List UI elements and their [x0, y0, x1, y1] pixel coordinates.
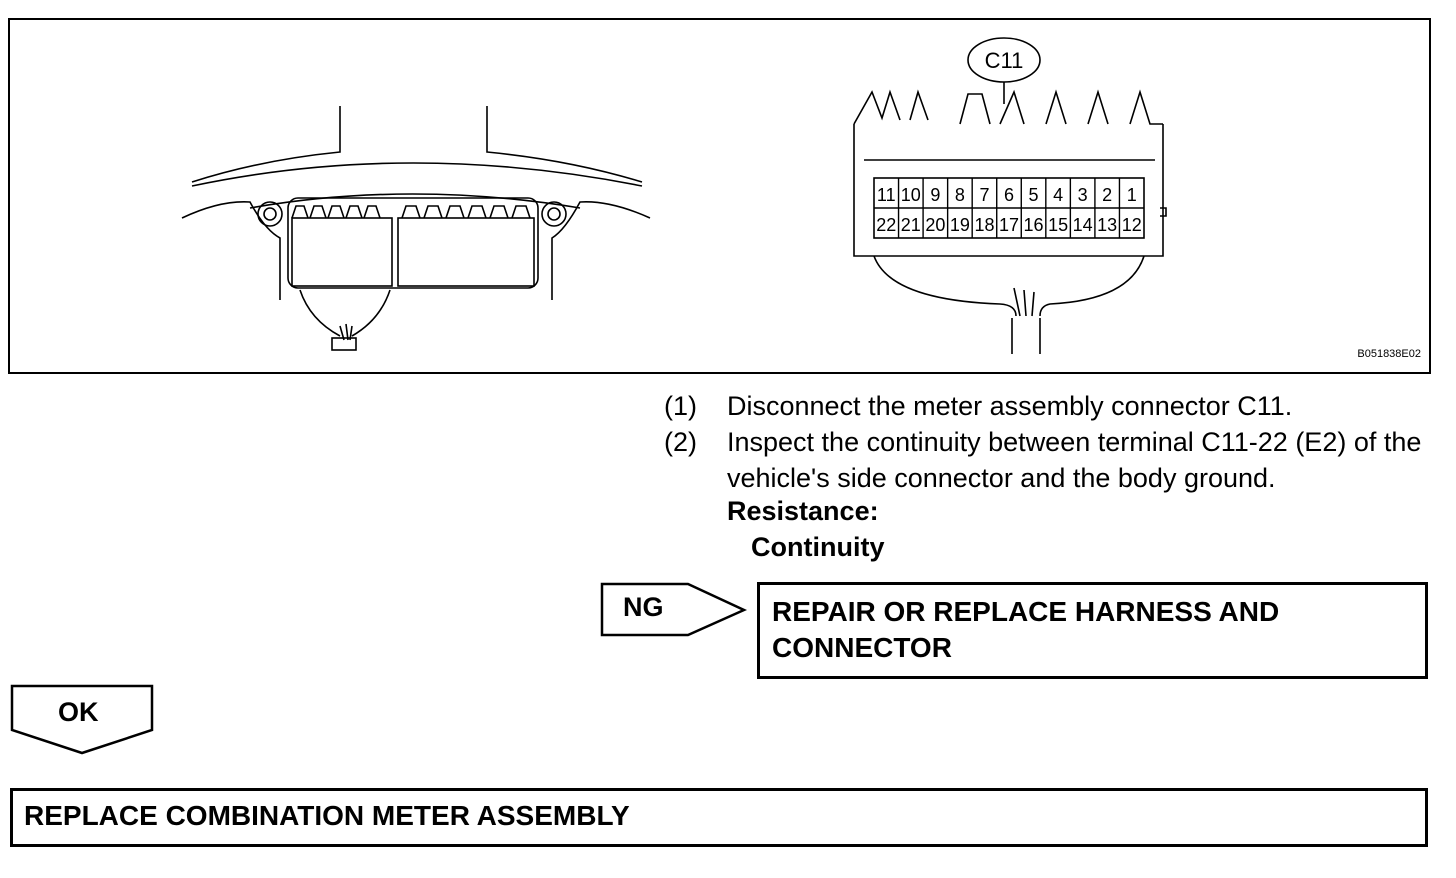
- pin-number: 9: [930, 185, 940, 205]
- final-action-box: REPLACE COMBINATION METER ASSEMBLY: [10, 788, 1428, 847]
- ng-action-box: REPAIR OR REPLACE HARNESS AND CONNECTOR: [757, 582, 1428, 679]
- pin-number: 18: [974, 215, 994, 235]
- pin-number: 7: [979, 185, 989, 205]
- figure-code: B051838E02: [1357, 348, 1421, 360]
- pin-number: 4: [1053, 185, 1063, 205]
- procedure-steps: (1) Disconnect the meter assembly connec…: [664, 388, 1447, 496]
- pin-number: 12: [1122, 215, 1142, 235]
- pin-number: 14: [1073, 215, 1093, 235]
- spec-value: Continuity: [751, 532, 885, 562]
- pin-number: 1: [1127, 185, 1137, 205]
- step-text: Disconnect the meter assembly connector …: [727, 391, 1293, 421]
- connector-label: C11: [985, 48, 1024, 73]
- pin-number: 21: [901, 215, 921, 235]
- ng-arrow-tag: [600, 582, 748, 637]
- pin-number: 13: [1097, 215, 1117, 235]
- pin-number: 16: [1024, 215, 1044, 235]
- pin-number: 15: [1048, 215, 1068, 235]
- pin-number: 8: [955, 185, 965, 205]
- pin-number: 11: [877, 185, 896, 205]
- step-text: Inspect the continuity between terminal …: [727, 427, 1422, 493]
- pin-number: 3: [1078, 185, 1088, 205]
- pin-number: 22: [876, 215, 896, 235]
- step-1: (1) Disconnect the meter assembly connec…: [664, 388, 1447, 424]
- pin-number: 20: [925, 215, 945, 235]
- pin-number: 6: [1004, 185, 1014, 205]
- pin-number: 2: [1102, 185, 1112, 205]
- pin-number: 5: [1029, 185, 1039, 205]
- pin-number: 19: [950, 215, 970, 235]
- step-number: (1): [664, 391, 697, 421]
- ok-arrow-tag: [10, 684, 154, 755]
- pin-number: 17: [999, 215, 1019, 235]
- ng-label: NG: [623, 592, 664, 622]
- pin-number: 10: [901, 185, 921, 205]
- step-2: (2) Inspect the continuity between termi…: [664, 424, 1447, 496]
- step-number: (2): [664, 427, 697, 457]
- ok-label: OK: [58, 697, 99, 727]
- spec-label: Resistance:: [727, 496, 879, 526]
